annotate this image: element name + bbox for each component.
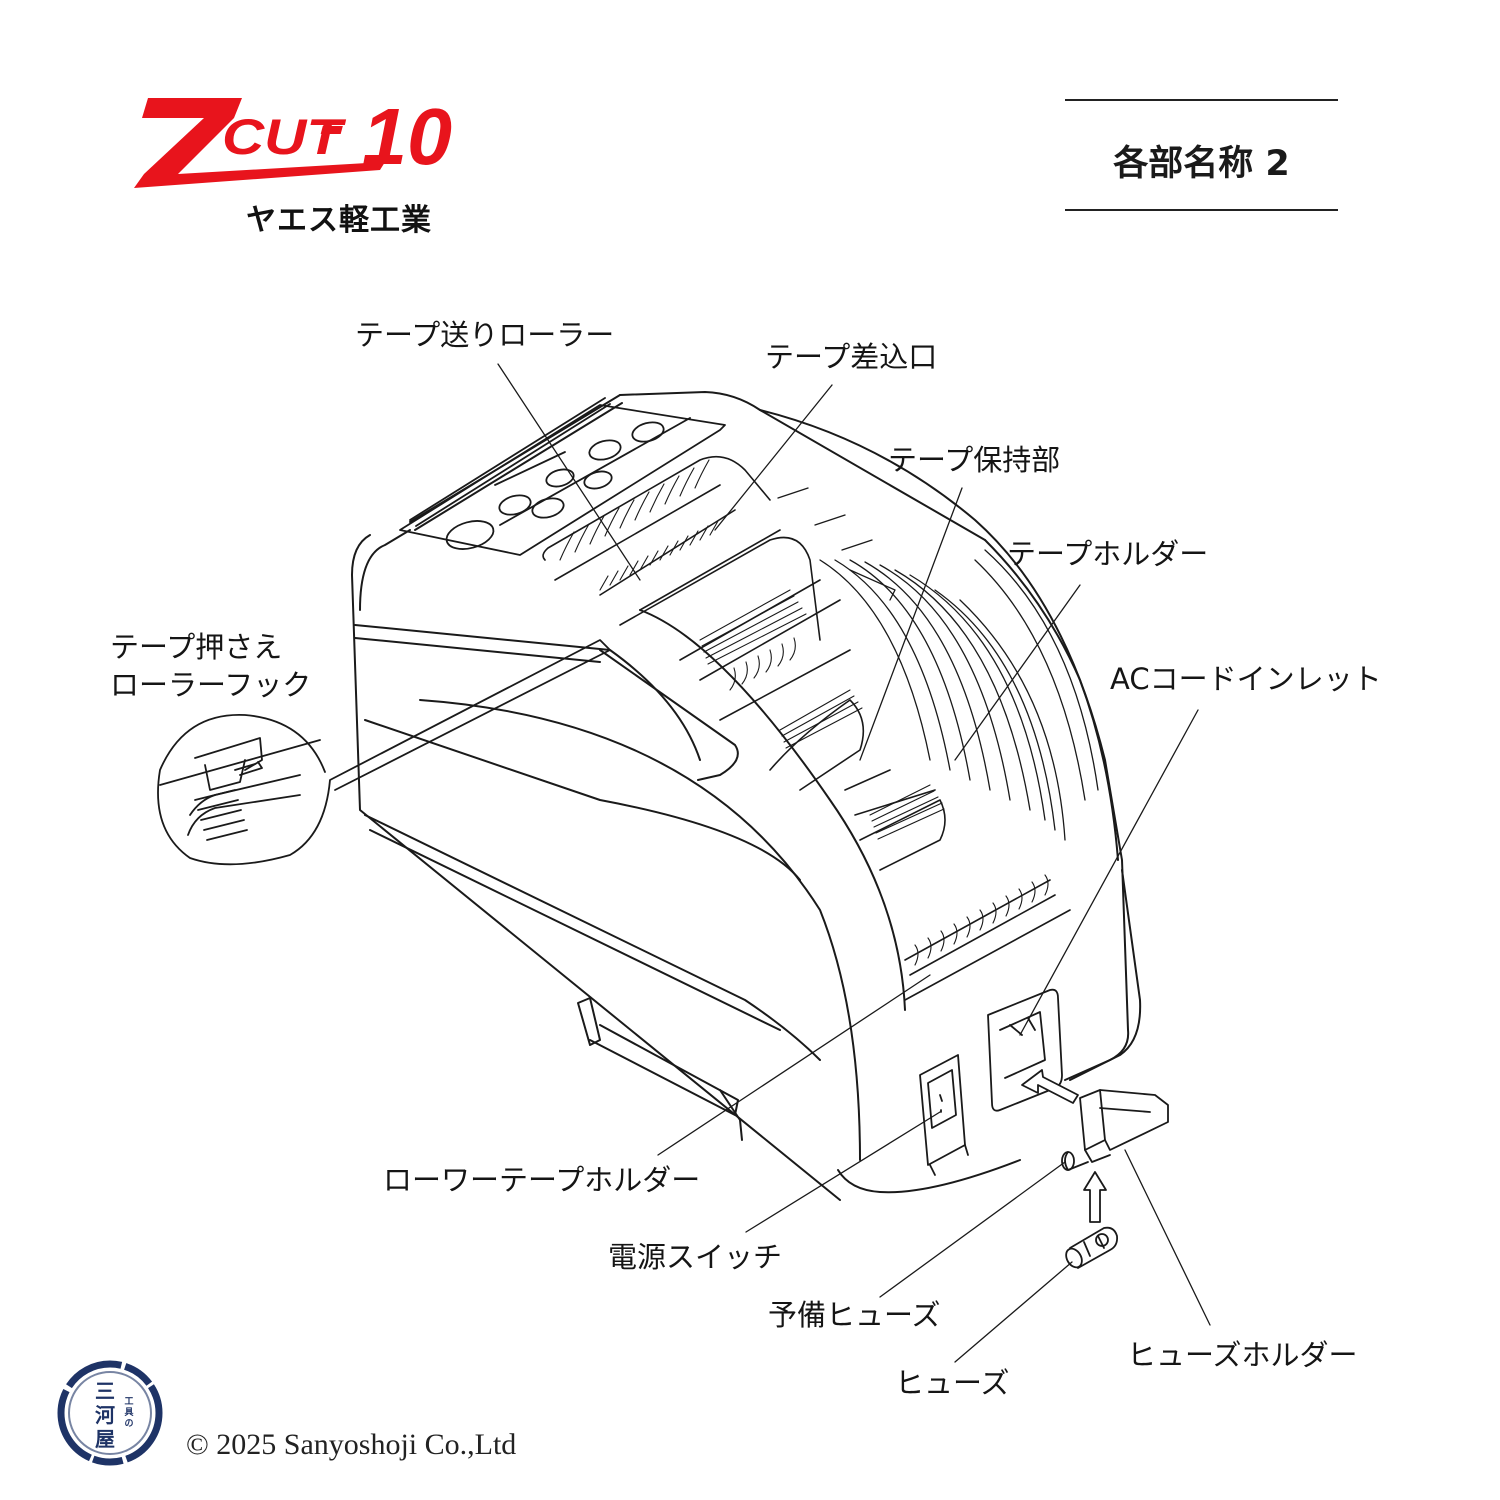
control-panel — [399, 397, 726, 556]
leader-tape-feed-roller — [497, 363, 641, 581]
leader-ac-cord-inlet — [1019, 709, 1199, 1036]
fuse-holder-drawing — [1061, 1089, 1169, 1171]
zcut-logo-icon: CUT 10 — [134, 92, 452, 188]
leader-spare-fuse — [879, 1161, 1066, 1298]
roller-assembly — [542, 455, 1071, 1001]
leader-lower-tape-holder — [657, 974, 931, 1156]
label-tape-insert-slot: テープ差込口 — [765, 340, 938, 374]
leader-tape-insert-slot — [714, 384, 833, 531]
copyright-text: © 2025 Sanyoshoji Co.,Ltd — [186, 1428, 517, 1461]
stamp-icon: 三 河 屋 工 具 の — [57, 1360, 163, 1466]
svg-text:具: 具 — [123, 1407, 133, 1418]
label-spare-fuse: 予備ヒューズ — [768, 1298, 941, 1332]
label-fuse: ヒューズ — [895, 1366, 1010, 1400]
ac-inlet-drawing — [987, 988, 1063, 1112]
svg-text:屋: 屋 — [95, 1427, 115, 1451]
up-arrow-icon — [1083, 1171, 1107, 1223]
label-power-switch: 電源スイッチ — [608, 1240, 783, 1274]
brand-logo: CUT 10 — [130, 88, 460, 198]
power-switch-drawing — [919, 1054, 969, 1176]
label-tape-holding-part: テープ保持部 — [888, 443, 1061, 477]
label-ac-cord-inlet: ACコードインレット — [1110, 662, 1382, 696]
rib-texture — [559, 459, 1049, 966]
label-tape-press-roller-hook-line2: ローラーフック — [110, 668, 312, 702]
page-title: 各部名称 2 — [1113, 144, 1290, 184]
maker-name: ヤエス軽工業 — [246, 203, 432, 238]
leader-fuse — [954, 1261, 1073, 1363]
svg-text:CUT: CUT — [222, 109, 347, 165]
fuse-drawing — [1065, 1226, 1119, 1269]
label-tape-press-roller-hook-line1: テープ押さえ — [110, 630, 283, 664]
tape-holder-arcs — [777, 487, 1099, 841]
leader-fuse-holder — [1124, 1149, 1211, 1326]
svg-text:10: 10 — [362, 92, 452, 181]
svg-text:工: 工 — [124, 1396, 133, 1407]
label-fuse-holder: ヒューズホルダー — [1127, 1338, 1358, 1372]
leader-tape-holding-part — [859, 487, 963, 761]
insert-arrow-icon — [1021, 1069, 1079, 1104]
detail-inset — [157, 639, 611, 866]
leader-lines — [497, 363, 1211, 1363]
svg-text:三: 三 — [95, 1379, 115, 1403]
machine-body — [351, 391, 1142, 1201]
label-lower-tape-holder: ローワーテープホルダー — [383, 1163, 701, 1197]
leader-power-switch — [745, 1111, 941, 1233]
leader-tape-holder — [954, 584, 1081, 761]
svg-text:河: 河 — [95, 1403, 115, 1427]
svg-text:の: の — [124, 1418, 133, 1429]
page-title-box: 各部名称 2 — [1065, 99, 1338, 211]
label-tape-holder: テープホルダー — [1007, 537, 1209, 571]
mikawaya-stamp-logo: 三 河 屋 工 具 の — [55, 1358, 165, 1468]
label-tape-feed-roller: テープ送りローラー — [355, 318, 615, 352]
